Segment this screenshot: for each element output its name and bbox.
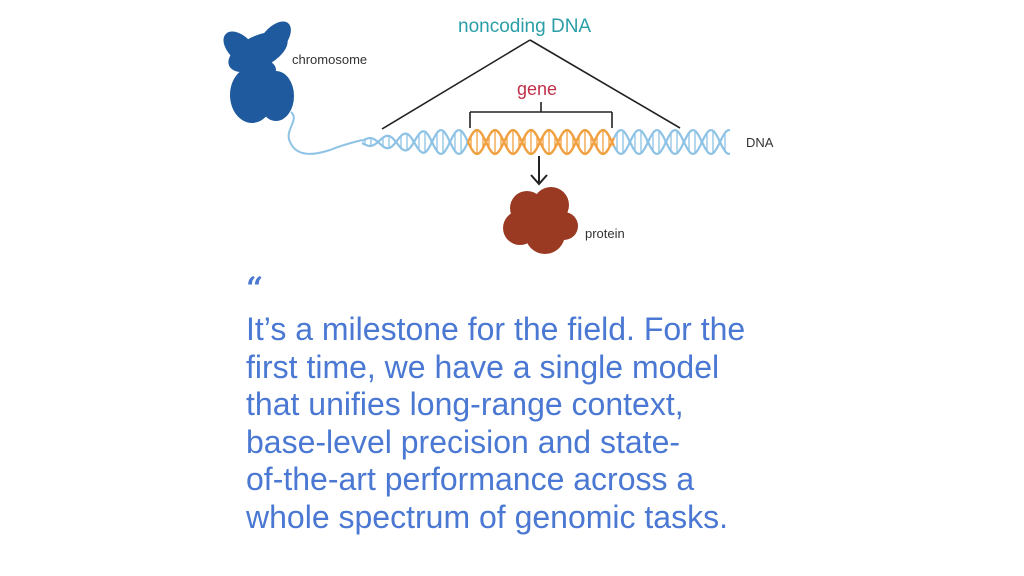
arrow-down-icon bbox=[530, 156, 548, 186]
dna-strand bbox=[361, 129, 469, 155]
protein-label: protein bbox=[585, 226, 625, 241]
chromosome-icon bbox=[223, 21, 294, 123]
dna-strand bbox=[466, 129, 616, 155]
noncoding-dna-label: noncoding DNA bbox=[458, 16, 592, 37]
quote-text: It’s a milestone for the field. For the … bbox=[246, 311, 806, 536]
quote-line: base-level precision and state- bbox=[246, 423, 681, 460]
noncoding-line-left bbox=[381, 39, 531, 130]
quote-line: of-the-art performance across a bbox=[246, 461, 695, 497]
chromatin-tail bbox=[287, 111, 363, 155]
quote-line: whole spectrum of genomic tasks. bbox=[246, 498, 728, 535]
dna-helix-gene bbox=[466, 129, 616, 155]
dna-strand bbox=[613, 129, 730, 155]
dna-helix-left bbox=[361, 129, 469, 155]
quote-line: first time, we have a single model bbox=[246, 348, 720, 385]
gene-bracket bbox=[469, 102, 613, 128]
dna-strand bbox=[613, 129, 730, 155]
noncoding-line-right bbox=[529, 39, 681, 129]
dna-helix-right bbox=[613, 129, 730, 155]
dna-strand bbox=[466, 129, 616, 155]
gene-label: gene bbox=[517, 79, 558, 99]
quote-mark-icon: “ bbox=[246, 271, 264, 306]
chromosome-label: chromosome bbox=[292, 52, 368, 67]
quote-line: that unifies long-range context, bbox=[246, 386, 684, 422]
quote-line: It’s a milestone for the field. For the bbox=[246, 311, 746, 347]
protein-icon bbox=[503, 187, 578, 254]
dna-label: DNA bbox=[746, 135, 774, 150]
